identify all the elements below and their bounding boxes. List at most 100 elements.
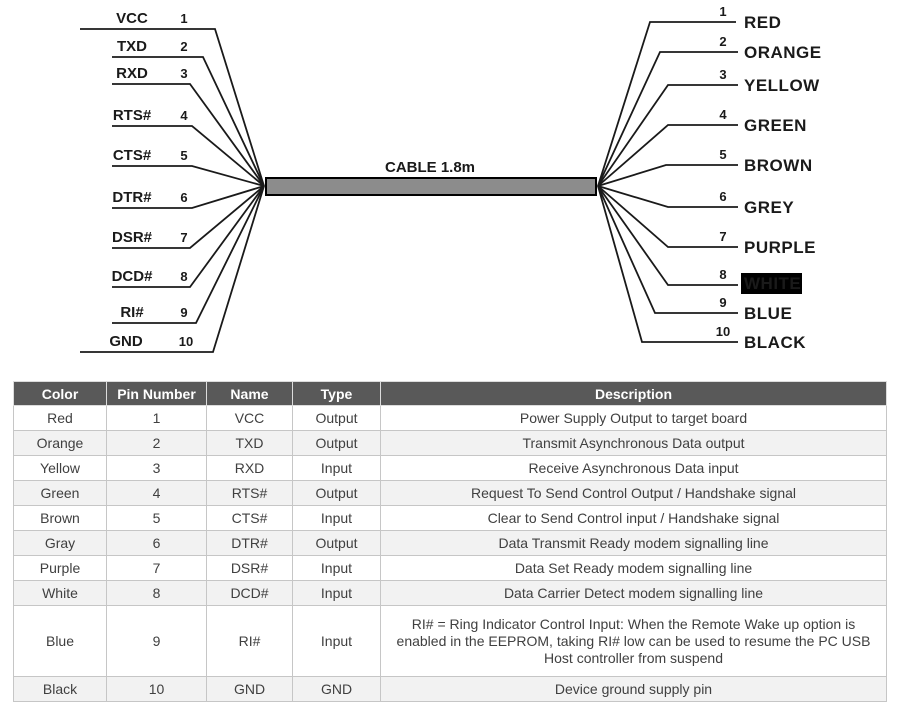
cell-color: Red — [13, 405, 107, 431]
wire-line — [597, 84, 738, 187]
header-row: Color Pin Number Name Type Description — [13, 381, 887, 406]
cable-wiring-diagram: VCC 1 TXD 2 RXD 3 RTS# 4 CTS# 5 DTR# 6 D… — [80, 4, 822, 353]
cell-name: DTR# — [206, 530, 293, 556]
cell-description: Data Set Ready modem signalling line — [380, 555, 887, 581]
left-signal-label: CTS# — [113, 147, 152, 164]
table-row: Purple 7 DSR# Input Data Set Ready modem… — [13, 555, 887, 581]
cell-color: Orange — [13, 430, 107, 456]
right-color-label: BLACK — [744, 333, 806, 352]
wire-line — [80, 185, 265, 353]
left-pin-number: 3 — [180, 66, 187, 81]
pinout-table-body: Red 1 VCC Output Power Supply Output to … — [13, 405, 887, 702]
left-signal-label: RTS# — [113, 107, 152, 124]
cell-description: Device ground supply pin — [380, 676, 887, 702]
cell-pin: 5 — [106, 505, 207, 531]
cable-length-label: CABLE 1.8m — [385, 159, 475, 176]
wire-line — [112, 165, 265, 187]
table-row: Blue 9 RI# Input RI# = Ring Indicator Co… — [13, 605, 887, 677]
left-signal-label: DCD# — [112, 268, 153, 285]
cell-color: Blue — [13, 605, 107, 677]
left-pin-number: 5 — [180, 148, 187, 163]
wire-line — [597, 185, 738, 248]
cell-name: RXD — [206, 455, 293, 481]
right-pin-number: 6 — [719, 189, 726, 204]
left-pin-row-3: RXD 3 — [112, 65, 265, 187]
right-pin-number: 3 — [719, 67, 726, 82]
left-pin-number: 2 — [180, 39, 187, 54]
cell-pin: 10 — [106, 676, 207, 702]
right-pin-row-6: 6 GREY — [597, 185, 794, 217]
cell-color: Yellow — [13, 455, 107, 481]
left-pin-number: 7 — [180, 230, 187, 245]
right-pin-row-8: 8 WHITE — [597, 185, 802, 294]
cell-description: Data Transmit Ready modem signalling lin… — [380, 530, 887, 556]
right-color-label: ORANGE — [744, 43, 822, 62]
right-color-label: GREY — [744, 198, 794, 217]
right-color-label: BLUE — [744, 304, 792, 323]
cell-color: White — [13, 580, 107, 606]
header-description: Description — [380, 381, 887, 406]
right-color-label: WHITE — [744, 274, 801, 293]
left-signal-label: RI# — [120, 304, 144, 321]
right-pin-row-2: 2 ORANGE — [597, 34, 822, 187]
right-pin-row-10: 10 BLACK — [597, 185, 806, 352]
table-row: Green 4 RTS# Output Request To Send Cont… — [13, 480, 887, 506]
table-row: Red 1 VCC Output Power Supply Output to … — [13, 405, 887, 431]
left-signal-label: DSR# — [112, 229, 153, 246]
left-signal-label: VCC — [116, 10, 148, 27]
right-pin-number: 8 — [719, 267, 726, 282]
header-type: Type — [292, 381, 381, 406]
cell-name: TXD — [206, 430, 293, 456]
cell-color: Brown — [13, 505, 107, 531]
cell-pin: 3 — [106, 455, 207, 481]
left-pin-row-8: DCD# 8 — [112, 185, 265, 288]
cell-name: VCC — [206, 405, 293, 431]
table-row: Yellow 3 RXD Input Receive Asynchronous … — [13, 455, 887, 481]
cell-type: Input — [292, 580, 381, 606]
left-pin-number: 8 — [180, 269, 187, 284]
cell-type: Input — [292, 605, 381, 677]
cell-type: Input — [292, 505, 381, 531]
left-pin-number: 1 — [180, 11, 187, 26]
left-signal-label: RXD — [116, 65, 148, 82]
left-pin-row-1: VCC 1 — [80, 10, 265, 187]
wire-line — [112, 185, 265, 249]
right-pin-number: 2 — [719, 34, 726, 49]
cell-color: Black — [13, 676, 107, 702]
right-pin-number: 7 — [719, 229, 726, 244]
wire-line — [597, 51, 738, 187]
left-pin-row-7: DSR# 7 — [112, 185, 265, 249]
right-pin-row-7: 7 PURPLE — [597, 185, 816, 257]
pinout-table-header: Color Pin Number Name Type Description — [13, 381, 887, 406]
cell-description: Receive Asynchronous Data input — [380, 455, 887, 481]
left-signal-label: TXD — [117, 38, 147, 55]
cell-name: DCD# — [206, 580, 293, 606]
wire-line — [112, 125, 265, 187]
cell-name: RI# — [206, 605, 293, 677]
cell-description: Request To Send Control Output / Handsha… — [380, 480, 887, 506]
cable-body — [265, 177, 597, 196]
right-color-label: GREEN — [744, 116, 807, 135]
cell-description: Power Supply Output to target board — [380, 405, 887, 431]
right-pin-number: 1 — [719, 4, 726, 19]
cell-type: GND — [292, 676, 381, 702]
cell-name: DSR# — [206, 555, 293, 581]
cell-description: Data Carrier Detect modem signalling lin… — [380, 580, 887, 606]
header-name: Name — [206, 381, 293, 406]
wire-line — [597, 185, 738, 208]
wire-line — [112, 83, 265, 187]
left-pin-row-9: RI# 9 — [112, 185, 265, 324]
pinout-table: Color Pin Number Name Type Description R… — [13, 381, 887, 702]
cell-description: Clear to Send Control input / Handshake … — [380, 505, 887, 531]
right-color-label: PURPLE — [744, 238, 816, 257]
right-pin-row-9: 9 BLUE — [597, 185, 792, 323]
cell-pin: 4 — [106, 480, 207, 506]
cell-color: Green — [13, 480, 107, 506]
left-pin-row-2: TXD 2 — [112, 38, 265, 187]
cell-pin: 2 — [106, 430, 207, 456]
cell-type: Output — [292, 480, 381, 506]
table-row: Black 10 GND GND Device ground supply pi… — [13, 676, 887, 702]
header-pin-number: Pin Number — [106, 381, 207, 406]
cell-pin: 9 — [106, 605, 207, 677]
left-signal-label: GND — [109, 333, 143, 350]
